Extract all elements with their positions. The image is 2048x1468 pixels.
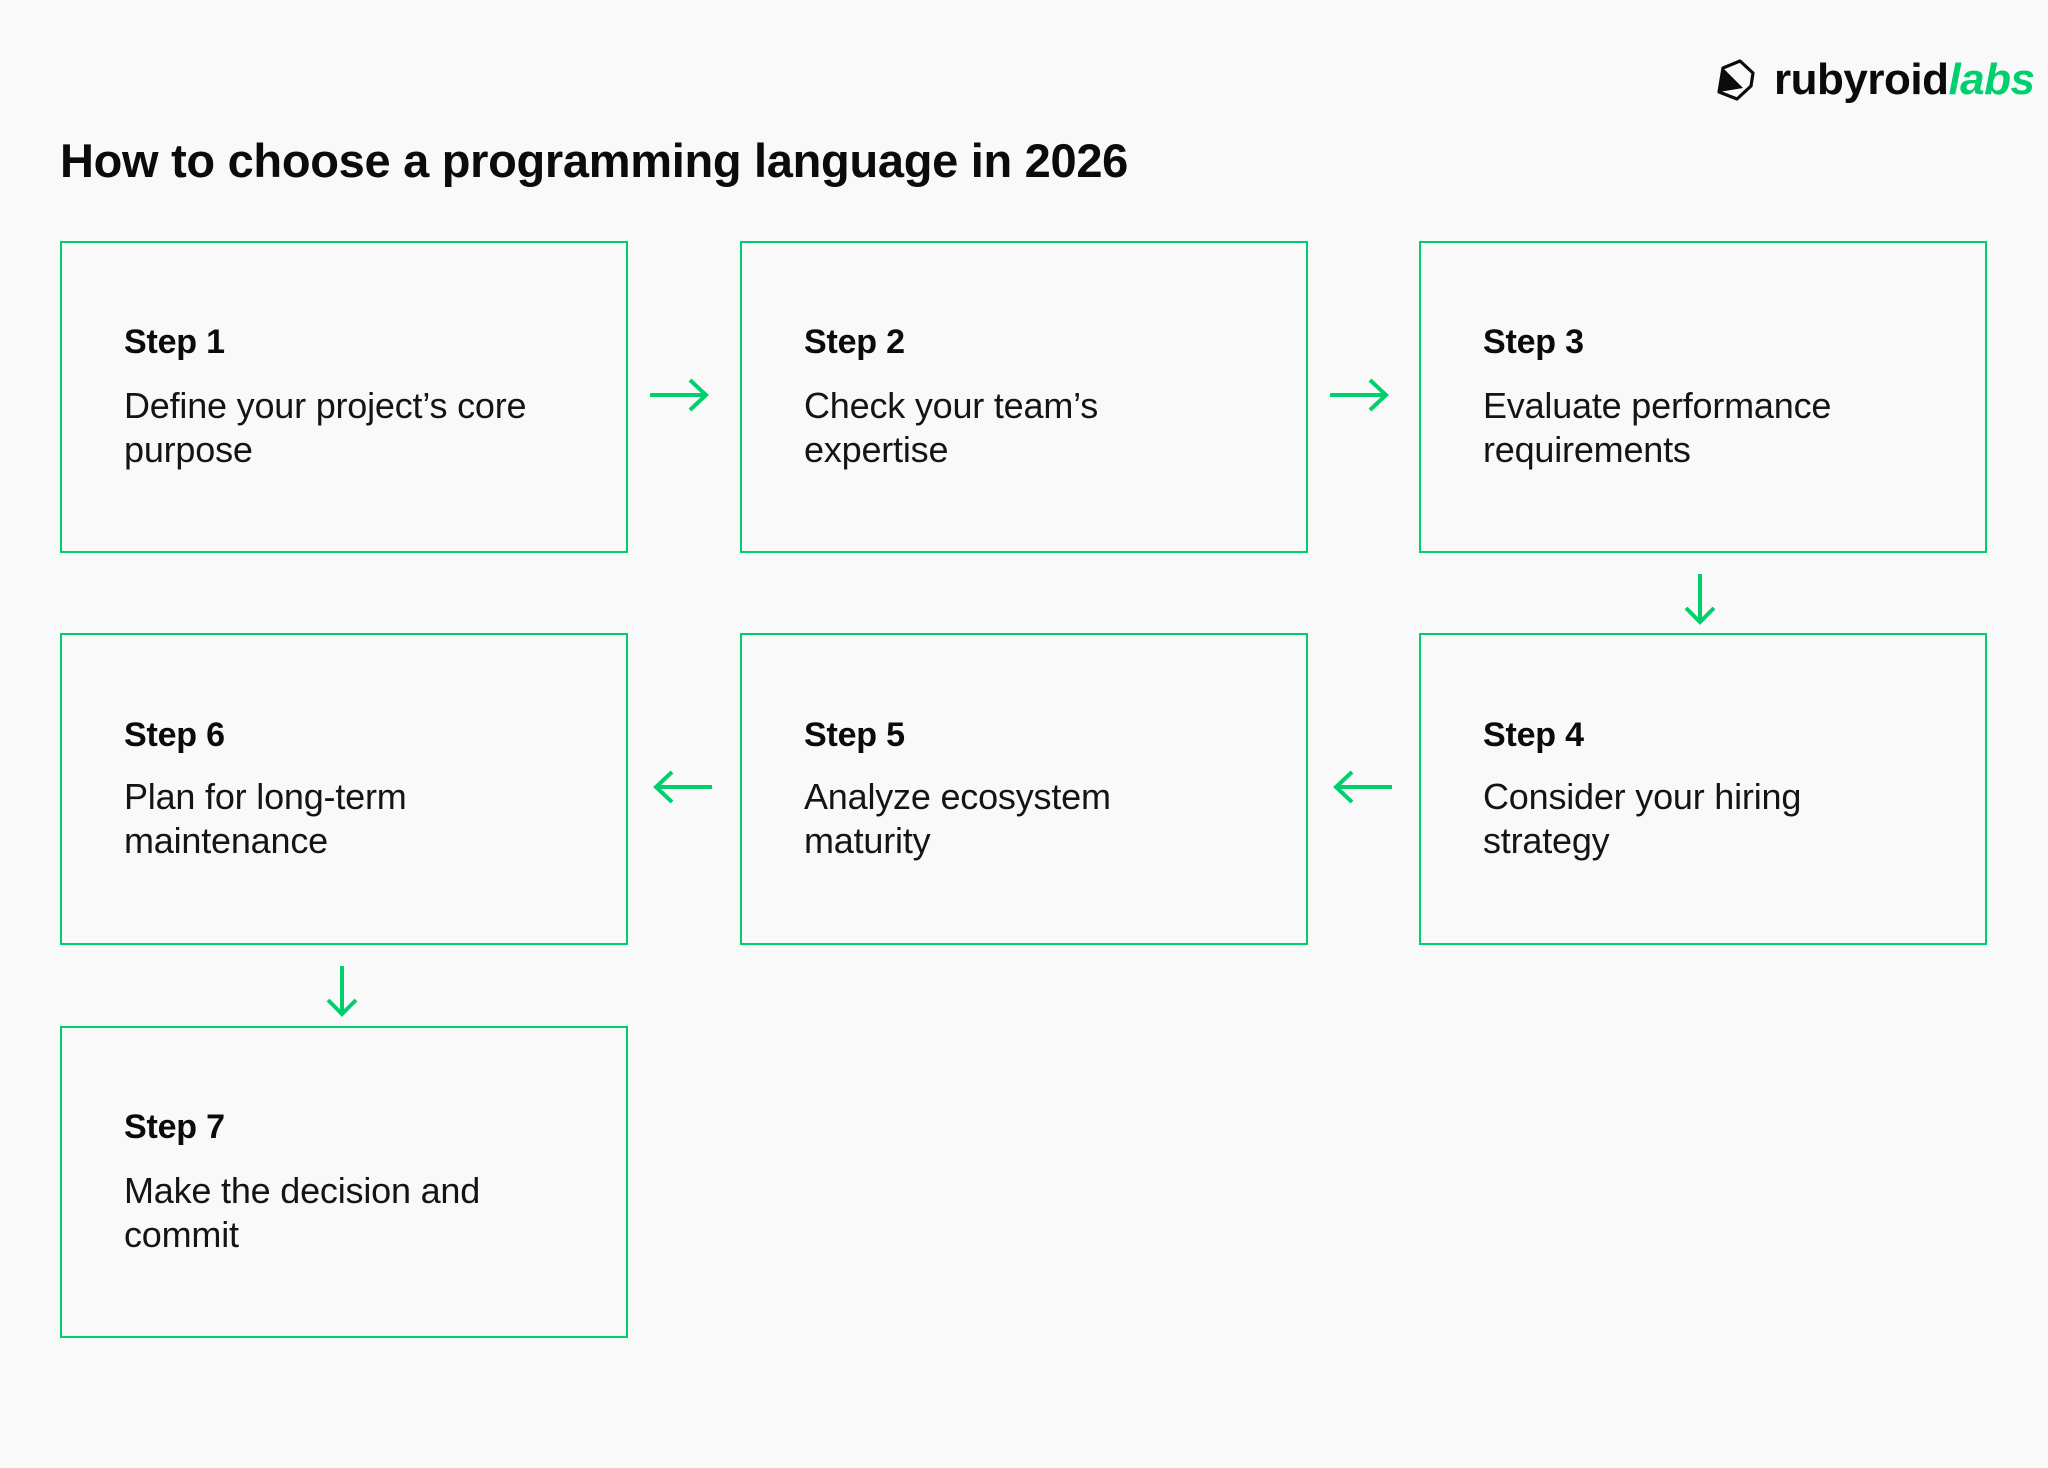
- step-card-2: Step 2 Check your team’s expertise: [740, 241, 1308, 553]
- step-2-label: Step 2: [804, 322, 905, 361]
- gem-logo-icon: [1713, 56, 1761, 104]
- step-6-text: Plan for long-term maintenance: [124, 775, 407, 861]
- step-card-7: Step 7 Make the decision and commit: [60, 1026, 628, 1338]
- step-4-label: Step 4: [1483, 715, 1584, 754]
- step-card-6: Step 6 Plan for long-term maintenance: [60, 633, 628, 945]
- brand-name-primary: rubyroid: [1774, 55, 1949, 104]
- step-5-label: Step 5: [804, 715, 905, 754]
- step-4-text: Consider your hiring strategy: [1483, 775, 1802, 861]
- arrow-left-icon: [1328, 765, 1394, 809]
- step-3-text: Evaluate performance requirements: [1483, 384, 1832, 470]
- step-card-1: Step 1 Define your project’s core purpos…: [60, 241, 628, 553]
- step-1-text: Define your project’s core purpose: [124, 384, 527, 470]
- step-6-label: Step 6: [124, 715, 225, 754]
- page-title: How to choose a programming language in …: [60, 134, 1129, 187]
- step-3-label: Step 3: [1483, 322, 1584, 361]
- step-7-label: Step 7: [124, 1107, 225, 1146]
- arrow-left-icon: [648, 765, 714, 809]
- arrow-down-icon: [1678, 572, 1722, 628]
- step-2-text: Check your team’s expertise: [804, 384, 1099, 470]
- arrow-right-icon: [648, 373, 714, 417]
- brand-logo: rubyroidlabs: [1713, 50, 2035, 110]
- brand-logo-text: rubyroidlabs: [1774, 58, 2035, 102]
- step-7-text: Make the decision and commit: [124, 1169, 481, 1255]
- step-card-3: Step 3 Evaluate performance requirements: [1419, 241, 1987, 553]
- step-5-text: Analyze ecosystem maturity: [804, 775, 1111, 861]
- brand-name-secondary: labs: [1948, 55, 2035, 104]
- step-card-4: Step 4 Consider your hiring strategy: [1419, 633, 1987, 945]
- arrow-right-icon: [1328, 373, 1394, 417]
- step-card-5: Step 5 Analyze ecosystem maturity: [740, 633, 1308, 945]
- arrow-down-icon: [320, 964, 364, 1020]
- step-1-label: Step 1: [124, 322, 225, 361]
